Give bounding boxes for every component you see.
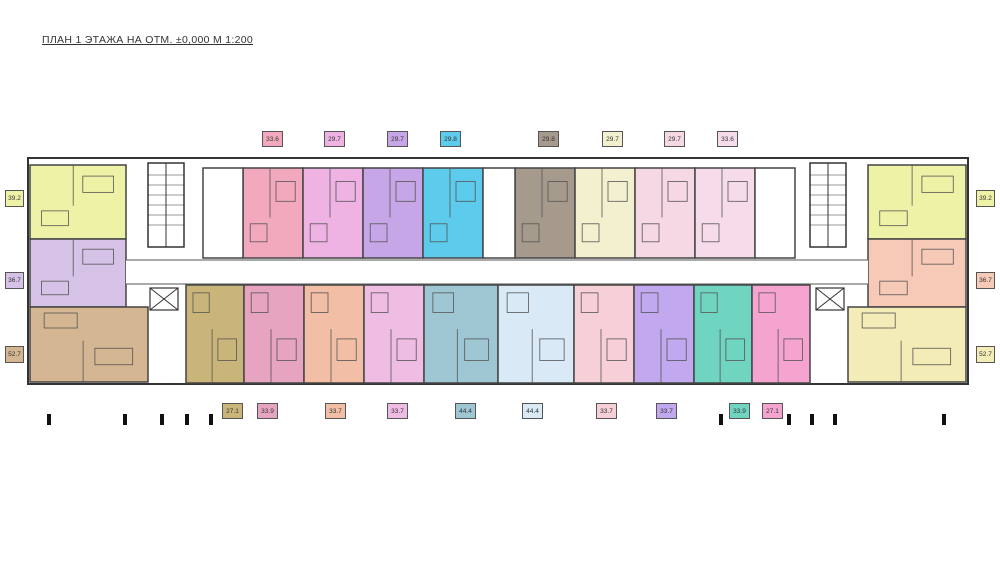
apartment-unit bbox=[303, 284, 365, 384]
apartment-unit bbox=[497, 284, 575, 384]
area-tag: 33.9 bbox=[257, 403, 278, 419]
area-tag: 29.7 bbox=[387, 131, 408, 147]
service-room-center bbox=[482, 167, 516, 259]
area-tag: 29.7 bbox=[664, 131, 685, 147]
top-row-units bbox=[242, 167, 756, 259]
area-tag: 33.6 bbox=[717, 131, 738, 147]
apartment-unit bbox=[694, 167, 756, 259]
apartment-unit bbox=[29, 164, 127, 240]
stair-right bbox=[809, 162, 847, 248]
apartment-unit bbox=[363, 284, 425, 384]
right-end-units bbox=[847, 164, 967, 383]
area-tag: 52.7 bbox=[976, 346, 995, 363]
area-tag: 33.7 bbox=[596, 403, 617, 419]
area-tag: 39.2 bbox=[976, 190, 995, 207]
apartment-unit bbox=[423, 284, 499, 384]
apartment-unit bbox=[302, 167, 364, 259]
apartment-unit bbox=[185, 284, 245, 384]
service-room-right bbox=[754, 167, 796, 259]
column-mark bbox=[942, 414, 946, 425]
column-mark bbox=[123, 414, 127, 425]
corridor bbox=[126, 260, 868, 284]
column-mark bbox=[47, 414, 51, 425]
column-mark bbox=[810, 414, 814, 425]
service-room-left bbox=[202, 167, 244, 259]
area-tag: 29.8 bbox=[440, 131, 461, 147]
elevator-right bbox=[815, 287, 845, 311]
column-mark bbox=[209, 414, 213, 425]
area-tag: 33.7 bbox=[325, 403, 346, 419]
area-tag: 27.1 bbox=[222, 403, 243, 419]
apartment-unit bbox=[573, 284, 635, 384]
apartment-unit bbox=[634, 167, 696, 259]
area-tag: 33.6 bbox=[262, 131, 283, 147]
area-tag: 29.8 bbox=[538, 131, 559, 147]
apartment-unit bbox=[29, 306, 149, 383]
area-tag: 33.7 bbox=[387, 403, 408, 419]
area-tag: 29.7 bbox=[602, 131, 623, 147]
column-mark bbox=[160, 414, 164, 425]
apartment-unit bbox=[633, 284, 695, 384]
area-tag: 44.4 bbox=[455, 403, 476, 419]
area-tag: 39.2 bbox=[5, 190, 24, 207]
column-mark bbox=[833, 414, 837, 425]
column-mark bbox=[719, 414, 723, 425]
area-tag: 33.7 bbox=[656, 403, 677, 419]
area-tag: 29.7 bbox=[324, 131, 345, 147]
apartment-unit bbox=[693, 284, 753, 384]
stair-left bbox=[147, 162, 185, 248]
apartment-unit bbox=[847, 306, 967, 383]
area-tag: 36.7 bbox=[976, 272, 995, 289]
apartment-unit bbox=[574, 167, 636, 259]
area-tag: 44.4 bbox=[522, 403, 543, 419]
apartment-unit bbox=[362, 167, 424, 259]
left-end-units bbox=[29, 164, 149, 383]
column-mark bbox=[787, 414, 791, 425]
apartment-unit bbox=[751, 284, 811, 384]
area-tag: 33.9 bbox=[729, 403, 750, 419]
column-mark bbox=[185, 414, 189, 425]
area-tag: 27.1 bbox=[762, 403, 783, 419]
apartment-unit bbox=[422, 167, 484, 259]
area-tag: 52.7 bbox=[5, 346, 24, 363]
plan-title: ПЛАН 1 ЭТАЖА НА ОТМ. ±0,000 М 1:200 bbox=[42, 34, 253, 46]
bottom-row-units bbox=[185, 284, 811, 384]
elevator-left bbox=[149, 287, 179, 311]
apartment-unit bbox=[243, 284, 305, 384]
apartment-unit bbox=[29, 238, 127, 308]
area-tag: 36.7 bbox=[5, 272, 24, 289]
